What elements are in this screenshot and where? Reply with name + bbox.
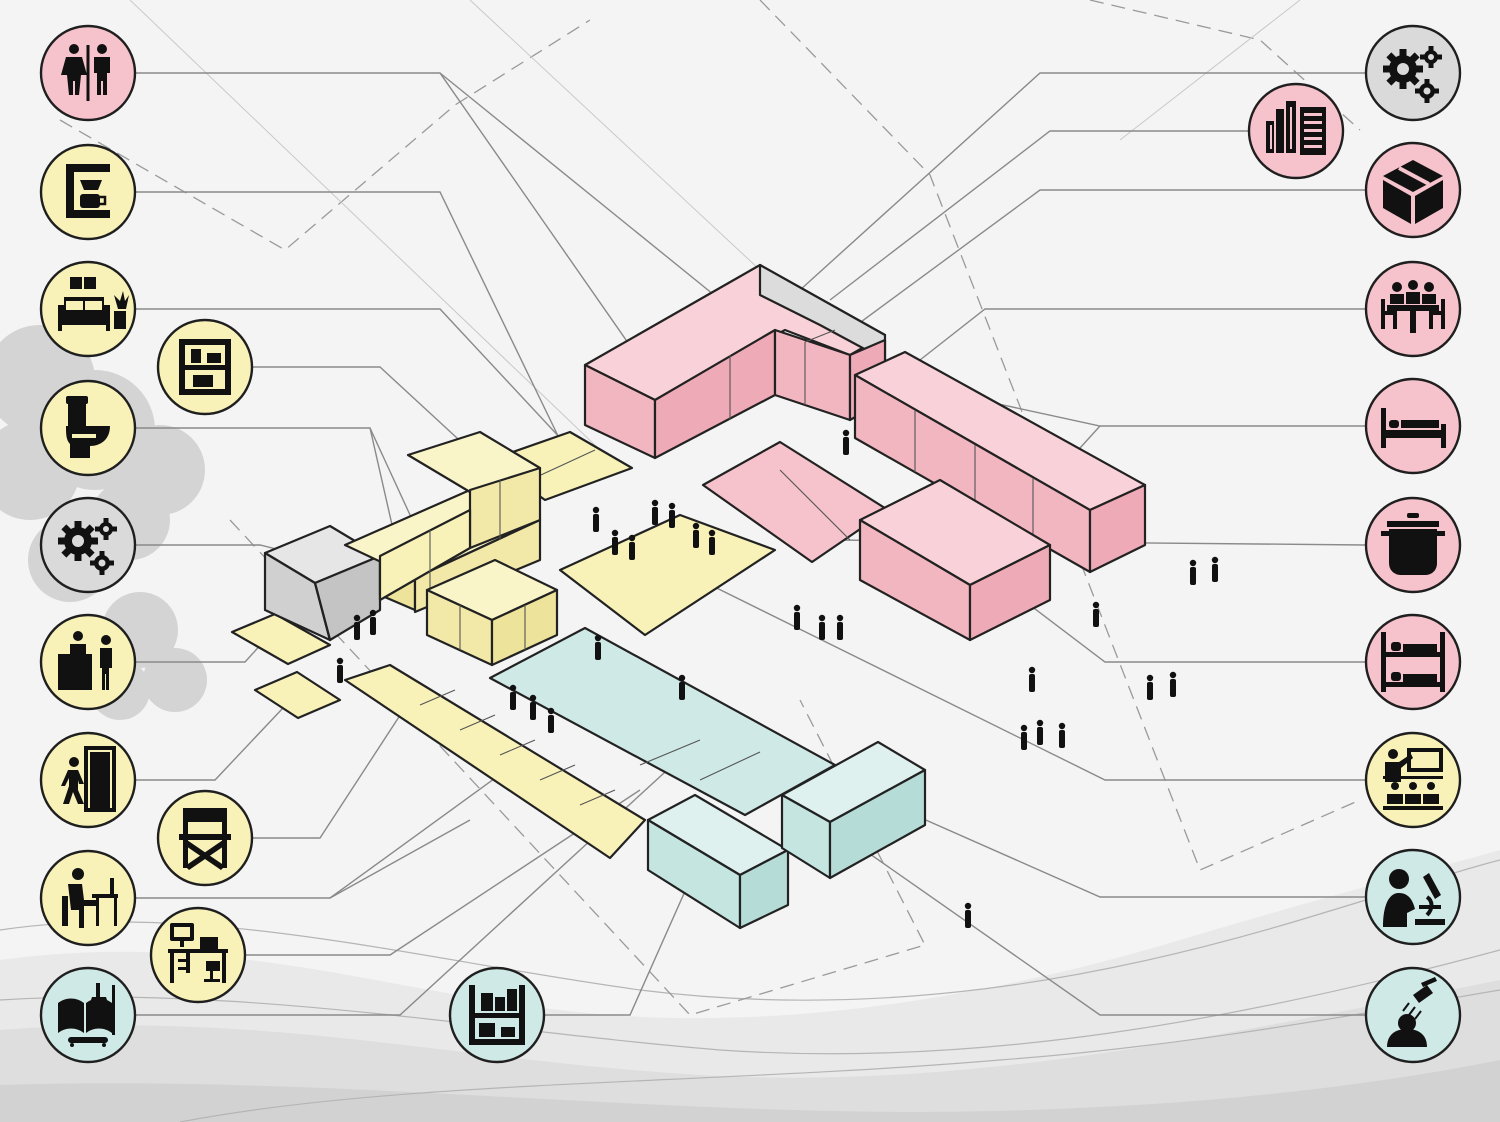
city-office-icon (1247, 82, 1345, 180)
teal-library-block (646, 793, 790, 930)
lab-microscope-icon (1364, 848, 1462, 946)
pink-kitchen-block (858, 478, 1052, 642)
shower-icon (1364, 966, 1462, 1064)
storage-shelf-icon (156, 318, 254, 416)
library-book-icon (39, 966, 137, 1064)
building-blocks (230, 263, 1147, 930)
yellow-plaza (558, 513, 777, 637)
entrance-door-icon (39, 731, 137, 829)
classroom-icon (1364, 731, 1462, 829)
coffee-machine-icon (39, 143, 137, 241)
meeting-table-icon (1364, 260, 1462, 358)
lounge-sofa-icon (39, 260, 137, 358)
gray-service-block (263, 524, 382, 642)
yellow-entry-pad (230, 612, 332, 666)
construction-lines (129, 0, 1301, 451)
teal-lab-block (780, 740, 927, 880)
leader-lines (135, 72, 1366, 1016)
program-icons (39, 24, 1462, 1064)
bedroom-icon (1364, 377, 1462, 475)
cooking-pot-icon (1364, 496, 1462, 594)
mechanical-gears-icon (1364, 24, 1462, 122)
bunk-bed-icon (1364, 613, 1462, 711)
toilet-icon (39, 379, 137, 477)
reception-desk-icon (39, 613, 137, 711)
restroom-icon (39, 24, 137, 122)
yellow-cube-block (425, 558, 559, 667)
mechanical-gears-icon (39, 496, 137, 594)
storage-box-icon (1364, 141, 1462, 239)
computer-lab-icon (149, 906, 247, 1004)
yellow-canopy-strip (343, 663, 647, 860)
pink-residential-bar (853, 350, 1147, 574)
yellow-entry-pad-2 (253, 670, 342, 720)
directors-chair-icon (156, 789, 254, 887)
archive-shelf-icon (448, 966, 546, 1064)
workstation-icon (39, 849, 137, 947)
pink-dormitory-block (583, 263, 887, 460)
